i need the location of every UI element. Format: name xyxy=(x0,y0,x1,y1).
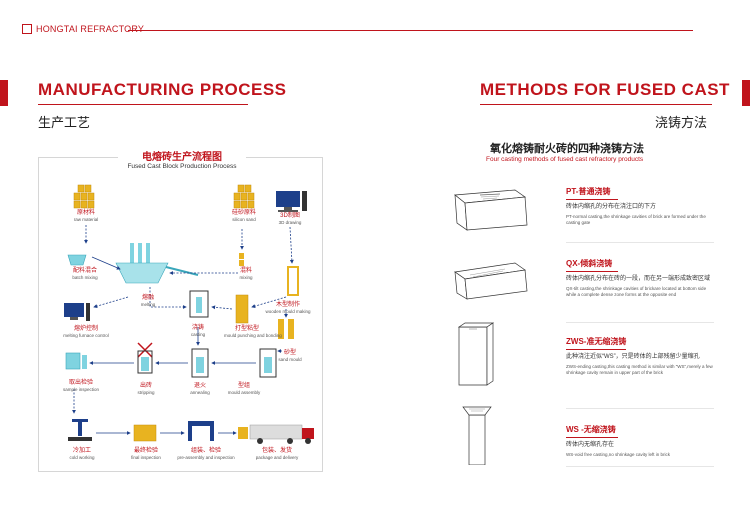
casting-methods-illustrations xyxy=(454,189,528,465)
qx-brick-icon xyxy=(454,262,528,300)
separator-3 xyxy=(566,408,714,409)
method-ws-rule xyxy=(566,437,618,438)
right-accent-bar xyxy=(742,80,750,106)
casting-mould-icon xyxy=(189,290,209,318)
method-ws-en: WS-void free casting,no shrinkage cavity… xyxy=(566,452,671,458)
pre-assembly-icon xyxy=(188,421,214,441)
method-qx-rule xyxy=(566,271,618,272)
method-zws-en: ZWS-ending casting,this casting method i… xyxy=(566,364,713,376)
sample-inspection-icon xyxy=(65,352,87,370)
method-ws-title: WS -无缩浇铸 xyxy=(566,425,616,434)
batch-mixing-icon xyxy=(67,254,87,266)
brand-name: HONGTAI REFRACTORY xyxy=(36,24,145,34)
separator-2 xyxy=(566,322,714,323)
punch-bonding-icon xyxy=(235,294,249,324)
final-inspection-icon xyxy=(133,424,157,442)
wooden-mould-icon xyxy=(287,266,299,296)
mould-assembly-icon xyxy=(259,348,277,378)
furnace-control-icon xyxy=(64,303,90,321)
computer-icon xyxy=(276,191,307,212)
header-rule xyxy=(128,30,693,31)
method-zws-rule xyxy=(566,349,626,350)
flow-title-cn: 电熔砖生产流程图 xyxy=(142,152,222,163)
pt-brick-icon xyxy=(454,189,528,231)
raw-material-icon xyxy=(73,184,95,209)
methods-heading-cn: 氧化熔铸耐火砖的四种浇铸方法 xyxy=(490,143,644,155)
methods-heading-en: Four casting methods of fused cast refra… xyxy=(486,156,644,163)
right-title-rule xyxy=(480,104,712,105)
zws-brick-icon xyxy=(457,322,495,386)
annealing-icon xyxy=(191,348,209,378)
flow-title-en: Fused Cast Block Production Process xyxy=(127,163,237,170)
separator-4 xyxy=(566,466,714,467)
right-subtitle: 浇铸方法 xyxy=(655,115,708,130)
mixing-icon xyxy=(239,253,244,266)
separator-1 xyxy=(566,242,714,243)
method-zws-cn: 此种浇注近似“WS”，只是砖体的上部残留少量缩孔 xyxy=(566,354,700,360)
method-zws: ZWS-准无缩浇铸 此种浇注近似“WS”，只是砖体的上部残留少量缩孔 ZWS-e… xyxy=(566,336,714,376)
method-pt-title: PT-普通浇铸 xyxy=(566,187,611,196)
right-title: METHODS FOR FUSED CAST xyxy=(480,80,730,99)
method-qx-title: QX-倾斜浇铸 xyxy=(566,259,613,268)
flow-chart-title: 电熔砖生产流程图 Fused Cast Block Production Pro… xyxy=(118,148,246,170)
method-zws-title: ZWS-准无缩浇铸 xyxy=(566,337,627,346)
furnace-icon xyxy=(115,243,199,284)
method-pt-en: PT-normal casting,the shrinkage cavities… xyxy=(566,214,706,226)
left-subtitle: 生产工艺 xyxy=(38,115,91,130)
left-accent-bar xyxy=(0,80,8,106)
stripping-icon xyxy=(137,342,153,374)
method-pt-cn: 砖体内缩孔的分布在浇注口的下方 xyxy=(566,204,657,210)
cold-working-icon xyxy=(68,419,92,441)
left-title-rule xyxy=(38,104,248,105)
method-qx-cn: 砖体内缩孔分布在砖的一段，而在另一端形成致密区域 xyxy=(566,276,711,282)
ws-brick-icon xyxy=(462,406,492,465)
method-ws: WS -无缩浇铸 砖体内无缩孔存在 WS-void free casting,n… xyxy=(566,424,714,458)
sand-mould-icon xyxy=(278,319,294,339)
delivery-truck-icon xyxy=(238,424,314,444)
method-pt-rule xyxy=(566,199,618,200)
method-qx-en: QX-tilt casting,the shrinkage cavities o… xyxy=(566,286,707,298)
silicon-sand-icon xyxy=(233,184,255,209)
left-title: MANUFACTURING PROCESS xyxy=(38,80,287,99)
brand-logo-icon xyxy=(22,24,32,34)
flow-chart-diagram xyxy=(64,184,314,444)
method-qx: QX-倾斜浇铸 砖体内缩孔分布在砖的一段，而在另一端形成致密区域 QX-tilt… xyxy=(566,258,714,298)
method-pt: PT-普通浇铸 砖体内缩孔的分布在浇注口的下方 PT-normal castin… xyxy=(566,186,714,226)
method-ws-cn: 砖体内无缩孔存在 xyxy=(566,442,615,448)
